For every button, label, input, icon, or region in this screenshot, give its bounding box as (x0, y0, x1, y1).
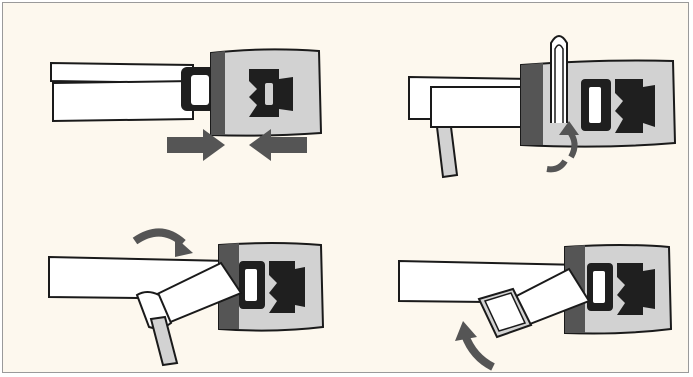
step-3-panel (43, 223, 333, 373)
buckle-press-icon (50, 48, 323, 161)
strap-fold-over-icon (48, 228, 325, 367)
strap-loop-secure-icon (398, 244, 673, 371)
buckle-clip-insert-icon (408, 35, 677, 179)
step-4-panel (393, 243, 693, 373)
step-1-panel (43, 41, 333, 171)
step-2-panel (403, 23, 693, 183)
illustration-frame (2, 2, 689, 373)
